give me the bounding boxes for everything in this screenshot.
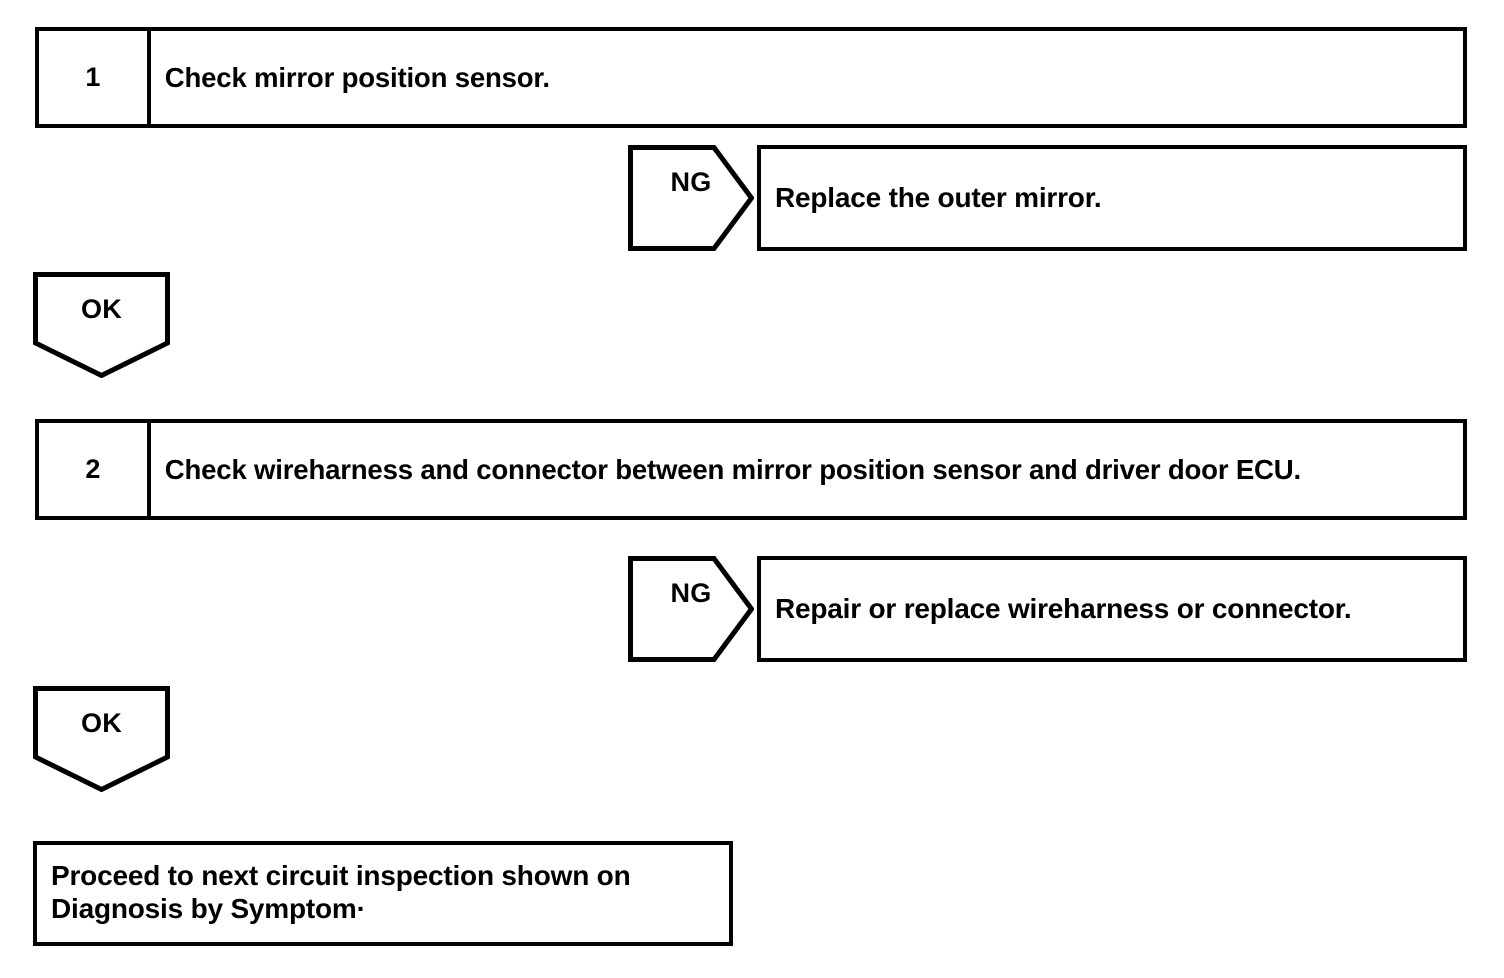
ng-chevron-icon xyxy=(628,556,754,662)
ok-pentagon-icon xyxy=(33,686,170,792)
step-1-number: 1 xyxy=(39,31,151,124)
step-2-ng-arrow: NG xyxy=(628,556,754,662)
step-1-ok-label: OK xyxy=(81,293,122,324)
step-2-text: Check wireharness and connector between … xyxy=(164,453,1301,485)
step-1-ng-arrow: NG xyxy=(628,145,754,251)
step-2-ok-label: OK xyxy=(81,707,122,738)
step-2-ng-action-text: Repair or replace wireharness or connect… xyxy=(775,593,1352,625)
step-1-ok-arrow: OK xyxy=(33,272,170,378)
step-1-ng-label: NG xyxy=(670,166,712,197)
step-1-text: Check mirror position sensor. xyxy=(164,61,550,93)
step-1-box: 1 Check mirror position sensor. xyxy=(35,27,1467,128)
final-result-box: Proceed to next circuit inspection shown… xyxy=(33,841,733,946)
step-2-ng-label: NG xyxy=(670,577,712,608)
step-2-ng-action-box: Repair or replace wireharness or connect… xyxy=(757,556,1467,662)
step-2-box: 2 Check wireharness and connector betwee… xyxy=(35,419,1467,520)
step-1-ng-action-text: Replace the outer mirror. xyxy=(775,182,1102,214)
final-result-text: Proceed to next circuit inspection shown… xyxy=(51,860,631,925)
ok-pentagon-icon xyxy=(33,272,170,378)
step-2-ok-arrow: OK xyxy=(33,686,170,792)
step-2-number: 2 xyxy=(39,423,151,516)
step-1-ng-action-box: Replace the outer mirror. xyxy=(757,145,1467,251)
ng-chevron-icon xyxy=(628,145,754,251)
